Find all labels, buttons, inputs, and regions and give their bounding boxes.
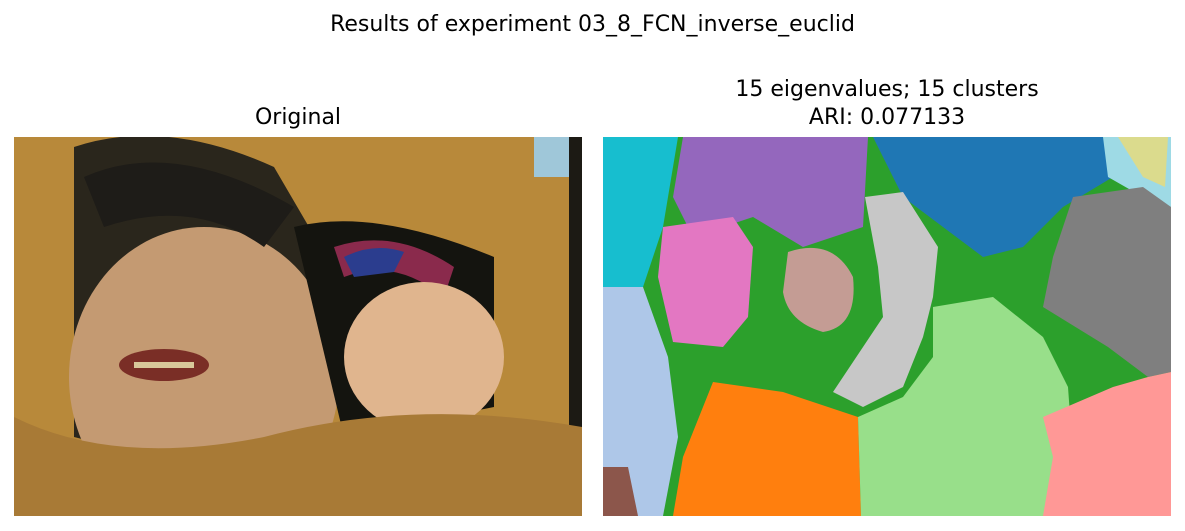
cluster-lightblue [603, 287, 678, 516]
cluster-pink [658, 217, 753, 347]
cluster-brown [603, 467, 638, 516]
cluster-rosy [783, 247, 854, 332]
segmentation-panel-title: 15 eigenvalues; 15 clusters ARI: 0.07713… [603, 76, 1171, 132]
cluster-blue [873, 137, 1113, 257]
segmentation-title-line2: ARI: 0.077133 [808, 105, 966, 130]
figure-suptitle: Results of experiment 03_8_FCN_inverse_e… [330, 12, 855, 37]
cluster-lightgreen [858, 297, 1073, 516]
cluster-gray [1043, 187, 1171, 377]
baby-hat-blue [344, 248, 404, 277]
fur-lower [14, 414, 582, 516]
baby-face [344, 282, 504, 432]
woman-hair [84, 162, 294, 247]
image-border-dark [569, 137, 582, 516]
segmentation-title-line1: 15 eigenvalues; 15 clusters [735, 77, 1039, 102]
cluster-khaki [1118, 137, 1168, 187]
cluster-salmon [1043, 372, 1171, 516]
cluster-orange [673, 382, 861, 516]
cluster-silver [833, 192, 938, 407]
segmentation-map [603, 137, 1171, 516]
cluster-cyan [603, 137, 678, 287]
original-panel-title: Original [254, 105, 342, 130]
original-image [14, 137, 582, 516]
